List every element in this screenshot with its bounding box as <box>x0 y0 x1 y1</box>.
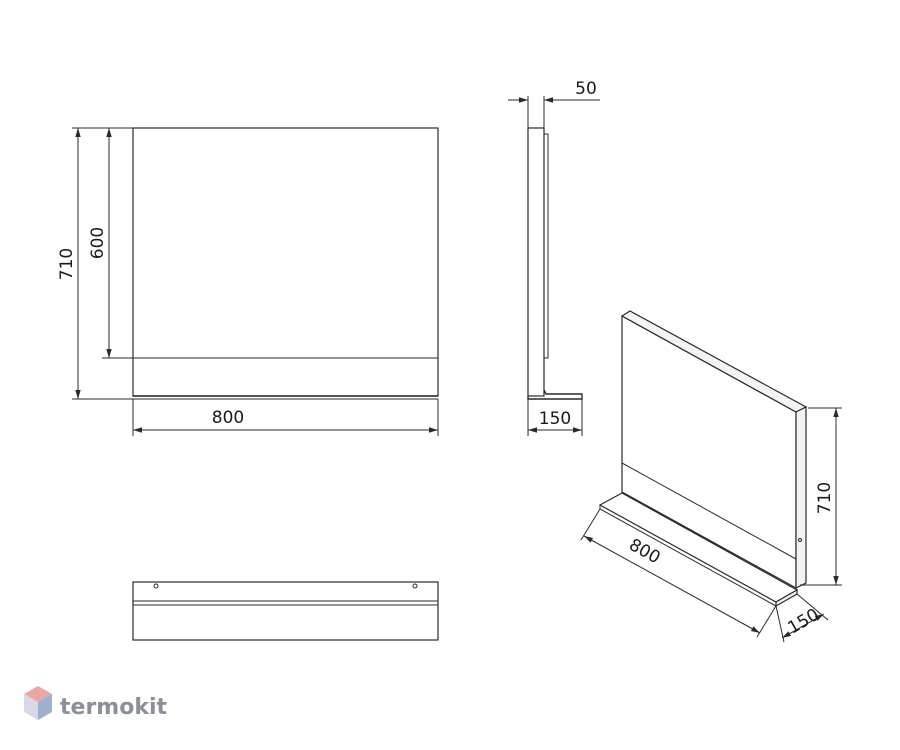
side-base-foot <box>527 389 583 400</box>
ext-line <box>580 508 601 541</box>
iso-view: 710 800 150 <box>580 310 842 643</box>
front-view: 710 600 800 <box>57 127 439 436</box>
iso-screw <box>798 538 802 542</box>
front-panel-outline <box>132 127 439 397</box>
iso-dim-label-800: 800 <box>625 535 663 568</box>
top-view <box>132 581 439 641</box>
dim-label-600: 600 <box>88 227 108 259</box>
iso-dim-line-150 <box>781 613 825 639</box>
iso-dim-label-710: 710 <box>815 482 835 514</box>
dim-label-50: 50 <box>575 79 597 99</box>
mount-hole <box>153 583 159 589</box>
dim-label-150: 150 <box>539 409 571 429</box>
side-panel-body <box>527 127 545 397</box>
iso-dim-line-800 <box>583 535 761 634</box>
logo-text: termokit <box>60 695 167 720</box>
side-panel-back <box>544 133 549 359</box>
iso-panel-side <box>795 406 807 589</box>
mount-hole <box>412 583 418 589</box>
dim-label-800: 800 <box>212 408 244 428</box>
side-view: 50 150 <box>508 79 600 436</box>
ext-line <box>756 605 777 638</box>
iso-strip-line <box>621 462 797 560</box>
cube-icon <box>24 686 52 720</box>
ext-line <box>775 605 785 643</box>
dim-label-710: 710 <box>57 248 77 280</box>
termokit-logo: termokit <box>24 686 167 720</box>
top-view-outline <box>132 581 439 641</box>
